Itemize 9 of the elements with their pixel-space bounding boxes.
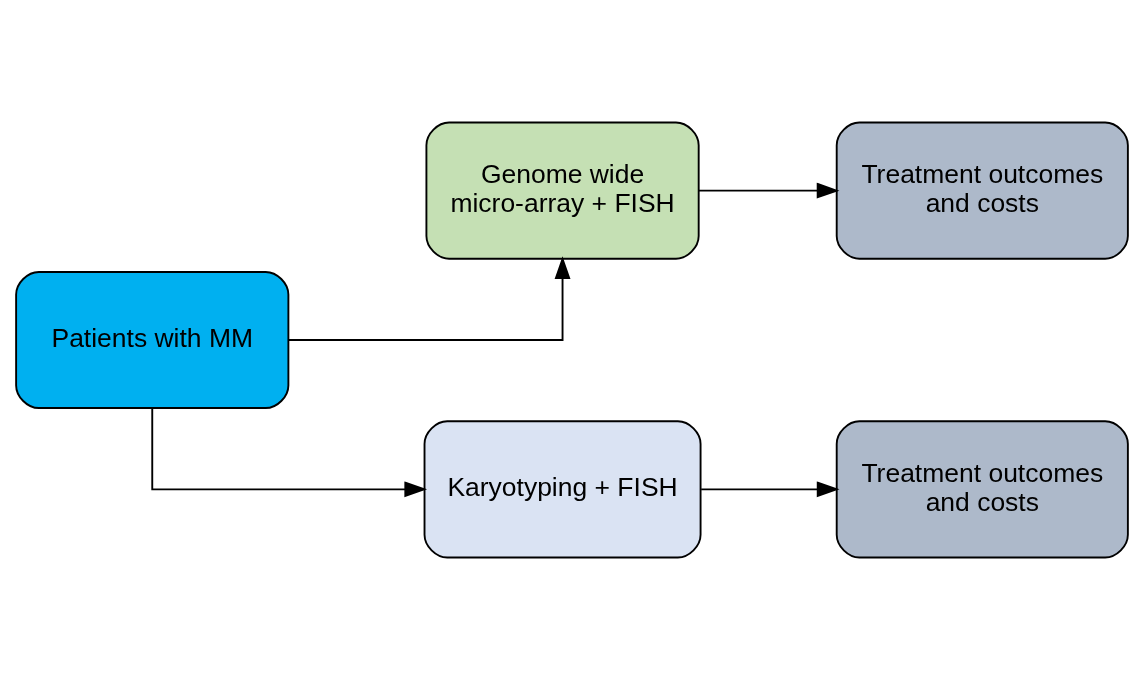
arrow — [287, 256, 571, 341]
arrow — [151, 407, 428, 498]
arrow — [700, 481, 840, 498]
node-box: Patients with MM — [15, 271, 290, 409]
node-box: Treatment outcomes and costs — [835, 121, 1129, 260]
node-box: Genome wide micro-array + FISH — [425, 121, 700, 260]
node-box: Karyotyping + FISH — [423, 420, 702, 559]
arrow — [697, 182, 840, 199]
node-box: Treatment outcomes and costs — [835, 420, 1129, 559]
